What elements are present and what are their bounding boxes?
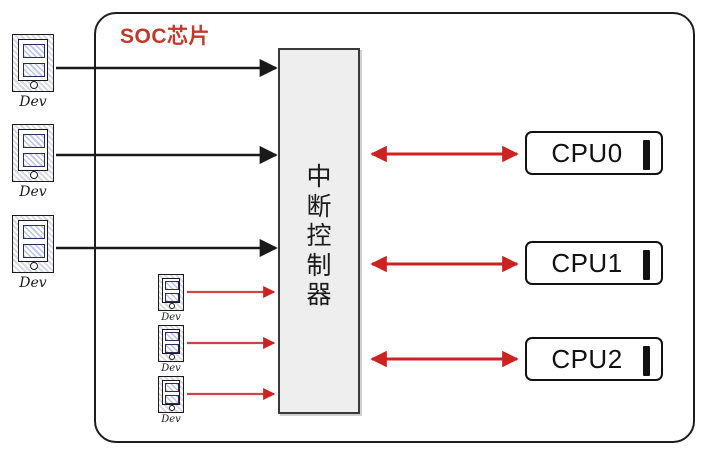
device-screen-bottom-icon [165,395,179,404]
cpu2-box: CPU2 [525,337,663,381]
cpu1-core-bar-icon [643,250,650,280]
cpu0-core-bar-icon [643,140,650,170]
internal-device-3-label: Dev [161,414,181,425]
device-screen-top-icon [23,44,45,58]
device-button-icon [169,405,175,411]
soc-chip-title: SOC芯片 [120,25,211,48]
cpu2-core-bar-icon [643,346,650,376]
cpu1-box: CPU1 [525,241,663,285]
device-button-icon [30,262,38,270]
device-icon [12,34,54,92]
device-button-icon [30,171,38,179]
device-screen-top-icon [165,383,179,392]
device-screen-top-icon [23,225,45,239]
internal-device-1: Dev [158,274,184,323]
external-device-3: Dev [12,215,54,291]
device-screen-bottom-icon [165,293,179,302]
external-device-2-label: Dev [19,184,47,200]
internal-device-2: Dev [158,325,184,374]
external-device-2: Dev [12,124,54,200]
device-icon [12,124,54,182]
cpu2-label: CPU2 [551,343,623,374]
device-icon [158,325,184,362]
device-screen-bottom-icon [23,63,45,77]
internal-device-1-label: Dev [161,312,181,323]
controller-char-3: 制 [306,250,332,280]
device-button-icon [169,354,175,360]
cpu1-label: CPU1 [551,247,623,278]
internal-device-2-label: Dev [161,363,181,374]
controller-char-2: 控 [306,221,332,250]
interrupt-controller-block: 中 断 控 制 器 [278,48,360,414]
controller-char-1: 断 [306,191,332,221]
cpu0-box: CPU0 [525,131,663,175]
device-screen-bottom-icon [23,244,45,258]
device-icon [158,376,184,413]
interrupt-controller-label: 中 断 控 制 器 [280,162,358,310]
controller-char-0: 中 [306,162,332,191]
device-icon [12,215,54,273]
device-screen-top-icon [165,281,179,290]
controller-char-4: 器 [306,280,332,309]
external-device-1-label: Dev [19,94,47,110]
device-screen-top-icon [23,134,45,148]
device-screen-bottom-icon [23,153,45,167]
cpu0-label: CPU0 [551,137,623,168]
device-button-icon [30,81,38,89]
device-screen-top-icon [165,332,179,341]
external-device-3-label: Dev [19,275,47,291]
external-device-1: Dev [12,34,54,110]
device-screen-bottom-icon [165,344,179,353]
device-icon [158,274,184,311]
internal-device-3: Dev [158,376,184,425]
soc-chip-boundary [94,12,695,443]
device-button-icon [169,303,175,309]
